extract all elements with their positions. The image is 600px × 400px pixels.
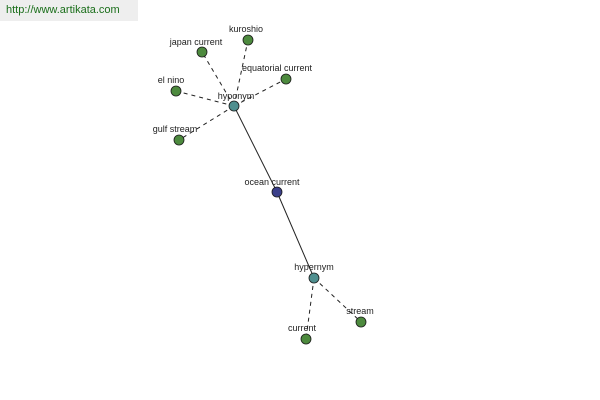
node-ocean-current-dot[interactable] [271, 186, 283, 198]
node-el-nino[interactable]: el nino [158, 75, 185, 97]
edge-hyponym-to-el-nino [175, 90, 235, 107]
edges-layer [175, 39, 362, 340]
edge-hyponym-to-gulf-stream [178, 105, 235, 141]
edge-ocean-current-to-hypernym [276, 191, 315, 279]
node-el-nino-label: el nino [158, 75, 185, 85]
node-kuroshio-dot[interactable] [242, 34, 254, 46]
source-url-text[interactable]: http://www.artikata.com [6, 4, 120, 16]
edge-hyponym-to-equatorial-current [233, 78, 287, 107]
node-gulf-stream-label: gulf stream [153, 124, 198, 134]
node-kuroshio[interactable]: kuroshio [229, 24, 263, 46]
node-japan-current-label: japan current [169, 37, 223, 47]
node-current-label: current [288, 323, 317, 333]
node-current-dot[interactable] [300, 333, 312, 345]
node-current[interactable]: current [288, 323, 317, 345]
edge-hypernym-to-current [305, 277, 315, 340]
node-el-nino-dot[interactable] [170, 85, 182, 97]
node-hyponym-label: hyponym [218, 91, 255, 101]
edge-hyponym-to-japan-current [201, 51, 235, 107]
node-hyponym-dot[interactable] [228, 100, 240, 112]
node-hypernym-label: hypernym [294, 262, 334, 272]
node-equatorial-current-label: equatorial current [242, 63, 313, 73]
node-japan-current[interactable]: japan current [169, 37, 223, 58]
node-hypernym[interactable]: hypernym [294, 262, 334, 284]
node-hypernym-dot[interactable] [308, 272, 320, 284]
node-stream-label: stream [346, 306, 374, 316]
node-stream-dot[interactable] [355, 316, 367, 328]
node-stream[interactable]: stream [346, 306, 374, 328]
node-gulf-stream[interactable]: gulf stream [153, 124, 198, 146]
node-kuroshio-label: kuroshio [229, 24, 263, 34]
node-equatorial-current[interactable]: equatorial current [242, 63, 313, 85]
source-url-banner: http://www.artikata.com [0, 0, 138, 21]
edge-hyponym-to-kuroshio [233, 39, 249, 107]
node-hyponym[interactable]: hyponym [218, 91, 255, 112]
node-ocean-current-label: ocean current [244, 177, 300, 187]
node-gulf-stream-dot[interactable] [173, 134, 185, 146]
node-japan-current-dot[interactable] [196, 46, 208, 58]
edge-ocean-current-to-hyponym [233, 105, 278, 193]
node-equatorial-current-dot[interactable] [280, 73, 292, 85]
nodes-layer: ocean current hyponym hypernym kuroshio japa… [153, 24, 374, 345]
edge-hypernym-to-stream [313, 277, 362, 323]
node-ocean-current[interactable]: ocean current [244, 177, 300, 198]
